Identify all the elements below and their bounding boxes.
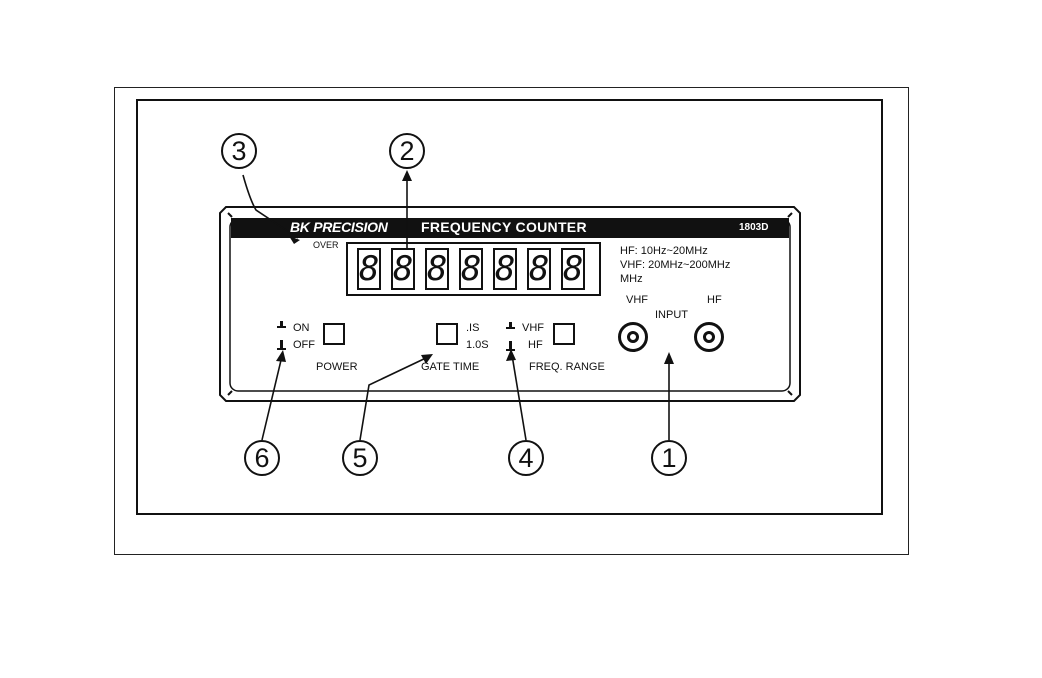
- over-label: OVER: [313, 240, 339, 250]
- screw-icon: [228, 213, 232, 217]
- gate-time-label: GATE TIME: [421, 361, 479, 373]
- freq-range-button[interactable]: [553, 323, 575, 345]
- callout-2: 2: [389, 133, 425, 169]
- leader-line-4: [512, 355, 526, 440]
- display-digit: 8: [561, 248, 585, 290]
- gate-time-fast-label: .IS: [466, 322, 479, 334]
- power-label: POWER: [316, 361, 358, 373]
- gate-time-button[interactable]: [436, 323, 458, 345]
- display-digit: 8: [527, 248, 551, 290]
- hf-bnc-connector-icon[interactable]: [694, 322, 724, 352]
- callout-5: 5: [342, 440, 378, 476]
- brand-logo: BK PRECISION: [290, 219, 388, 235]
- push-button-in-icon: [277, 340, 286, 350]
- display-digit: 8: [425, 248, 449, 290]
- display-digit: 8: [493, 248, 517, 290]
- callout-3: 3: [221, 133, 257, 169]
- push-button-in-icon: [506, 341, 515, 351]
- vhf-range-spec: VHF: 20MHz~200MHz: [620, 259, 730, 271]
- gate-time-slow-label: 1.0S: [466, 339, 489, 351]
- callout-6: 6: [244, 440, 280, 476]
- display-digit: 8: [357, 248, 381, 290]
- power-button[interactable]: [323, 323, 345, 345]
- leader-line-5: [360, 357, 428, 440]
- power-off-label: OFF: [293, 339, 315, 351]
- freq-range-label: FREQ. RANGE: [529, 361, 605, 373]
- instrument-title: FREQUENCY COUNTER: [421, 219, 587, 235]
- unit-label: MHz: [620, 273, 643, 285]
- display-digit: 8: [459, 248, 483, 290]
- leader-line-6: [262, 356, 282, 440]
- vhf-input-label: VHF: [626, 294, 648, 306]
- vhf-bnc-connector-icon[interactable]: [618, 322, 648, 352]
- arrowhead: [276, 350, 286, 362]
- freq-range-vhf-label: VHF: [522, 322, 544, 334]
- arrowhead: [402, 170, 412, 181]
- arrowhead: [664, 352, 674, 364]
- screw-icon: [788, 213, 792, 217]
- display-digit: 8: [391, 248, 415, 290]
- callout-4: 4: [508, 440, 544, 476]
- input-label: INPUT: [655, 309, 688, 321]
- power-on-label: ON: [293, 322, 310, 334]
- model-number: 1803D: [739, 222, 768, 233]
- callout-1: 1: [651, 440, 687, 476]
- freq-range-hf-label: HF: [528, 339, 543, 351]
- screw-icon: [788, 391, 792, 395]
- hf-range-spec: HF: 10Hz~20MHz: [620, 245, 708, 257]
- push-button-out-icon: [506, 322, 515, 329]
- screw-icon: [228, 391, 232, 395]
- hf-input-label: HF: [707, 294, 722, 306]
- push-button-out-icon: [277, 321, 286, 328]
